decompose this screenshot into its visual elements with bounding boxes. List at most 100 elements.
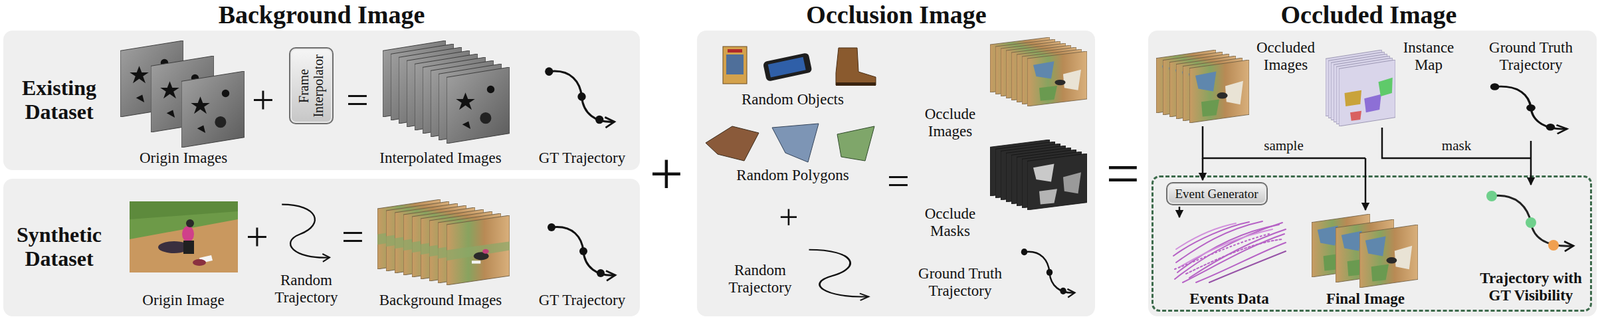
sample-line [1202,126,1366,159]
random-trajectory-curve [809,249,870,298]
background-frames [377,199,510,286]
operator-symbol: = [887,160,910,201]
random-trajectory-curve [281,204,330,258]
event-stroke [1176,221,1263,263]
dataset-panel: Synthetic DatasetOrigin ImageRandom Traj… [3,178,640,317]
mask-lines [1382,127,1531,185]
tablet-object [762,52,813,82]
mask-frame [1027,153,1088,210]
event-stroke [1186,239,1283,274]
photo-ground [129,201,238,273]
operator-symbol: + [245,216,269,257]
origin-frames [120,40,245,148]
final-frames [1311,213,1418,288]
box-label: Frame Interpolator [296,54,327,117]
photo-dirt [129,219,238,273]
caption-text: Occlude Masks [924,205,977,240]
section-heading: Occlusion Image [805,1,987,28]
occlude-image-frames [990,37,1088,107]
occlude-frame [1027,51,1088,107]
caption-text: Final Image [1326,290,1405,308]
generator-arrow [1178,206,1181,218]
operator-symbol: = [341,216,365,257]
caption-text: Events Data [1189,290,1269,308]
event-stream [1173,221,1286,283]
random-objects [722,46,876,86]
sample-arrow [1201,158,1204,181]
occluded-point [1548,239,1559,251]
caption-text: Origin Images [139,149,228,167]
caption-text: Random Objects [741,91,844,109]
operator-symbol: + [251,79,275,120]
boot-object [835,47,876,86]
interpolator-box: Frame Interpolator [289,47,334,125]
line-label: mask [1439,138,1474,155]
book-object [722,46,747,84]
occluded-frame [1189,59,1250,123]
trajectory-icon [547,223,616,278]
operator-symbol: + [649,144,684,204]
visible-point [1486,190,1498,202]
polygon-shape [705,126,759,161]
polygon-shape [837,126,875,161]
section-heading: Occluded Image [1281,1,1458,28]
operator-symbol: + [778,200,799,235]
dataset-panel: Frame Interpolator Existing DatasetOrigin… [3,30,640,171]
caption-text: Interpolated Images [379,149,501,167]
section-heading: Background Image [218,1,426,28]
sample-arrow [1364,158,1367,210]
visible-point [1525,217,1537,228]
photo-player [182,225,195,242]
operator-symbol: = [346,79,369,120]
caption-text: Ground Truth Trajectory [1484,39,1578,74]
book-object [727,49,743,53]
caption-text: Random Polygons [736,166,849,185]
sample-lines [1202,126,1366,210]
photo-player [186,219,195,228]
polygon-shape [772,123,819,163]
trajectory-icon [1021,248,1076,295]
caption-text: Occlude Images [924,105,977,141]
photo-grass [129,201,238,220]
occluded-frames [1156,49,1250,123]
photo-player [192,259,206,266]
book-object [726,54,744,75]
trajectory-icon [544,67,615,124]
random-polygons [705,123,875,163]
event-stroke [1209,251,1286,283]
row-heading: Existing Dataset [21,76,97,125]
caption-text: Random Trajectory [728,261,793,297]
caption-text: GT Trajectory [538,291,626,309]
mask-arrow [1530,140,1533,185]
occlude-mask-frames [990,139,1088,210]
trajectory-icon [1490,83,1568,131]
boot-sole [835,82,876,86]
tablet-body [762,52,813,82]
box-label: Event Generator [1175,186,1259,201]
mask-line [1382,127,1531,159]
instance-map-frames [1325,49,1396,127]
caption-text: Background Images [379,291,503,309]
operator-symbol: = [1106,144,1141,204]
field-frame [446,215,510,286]
instance-frame [1338,59,1396,127]
final-frame [1359,224,1418,288]
interpolated-frames [382,40,510,144]
caption-text: Occluded Images [1245,39,1326,74]
visibility-trajectory [1486,190,1574,251]
caption-text: Random Trajectory [275,271,339,307]
photo-player [183,240,195,254]
caption-text: Origin Image [142,291,224,309]
gray-frame [181,71,245,148]
trajectory-curve [1491,195,1574,246]
origin-photo [129,201,238,273]
generator-box: Event Generator [1166,182,1268,206]
tablet-screen [768,57,806,78]
gray-frame [446,67,510,144]
line-label: sample [1261,138,1306,155]
event-stroke [1176,223,1236,250]
caption-text: GT Trajectory [538,149,626,167]
caption-text: Trajectory with GT Visibility [1471,269,1591,305]
